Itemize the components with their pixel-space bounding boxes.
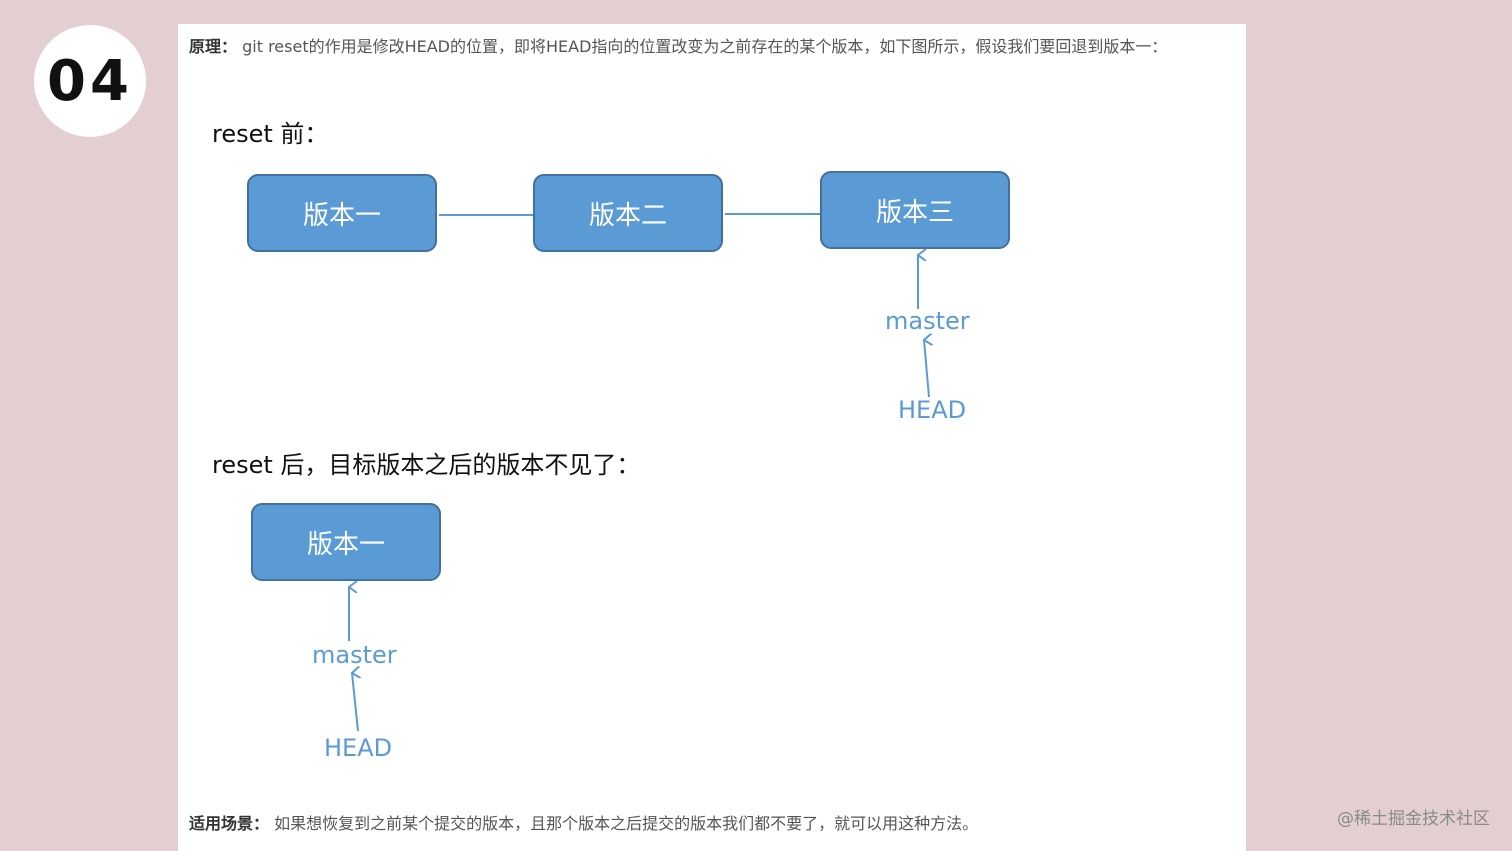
scenario-label: 适用场景： bbox=[189, 814, 270, 833]
version-box-2: 版本二 bbox=[533, 174, 723, 252]
version-box-1-after: 版本一 bbox=[251, 503, 441, 581]
arrow-head-to-master-after bbox=[352, 673, 358, 732]
after-reset-title: reset 后，目标版本之后的版本不见了： bbox=[212, 451, 641, 479]
principle-label: 原理： bbox=[189, 37, 238, 56]
principle-text: git reset的作用是修改HEAD的位置，即将HEAD指向的位置改变为之前存… bbox=[242, 37, 1168, 56]
version-box-1: 版本一 bbox=[247, 174, 437, 252]
step-number: 04 bbox=[47, 48, 133, 114]
step-number-badge: 04 bbox=[34, 25, 146, 137]
before-reset-title: reset 前： bbox=[212, 120, 329, 148]
head-pointer-label: HEAD bbox=[898, 396, 967, 424]
diagram-connectors bbox=[348, 213, 1246, 732]
watermark: @稀土掘金技术社区 bbox=[1337, 809, 1490, 829]
head-pointer-label-after: HEAD bbox=[324, 734, 393, 762]
content-panel: 原理： git reset的作用是修改HEAD的位置，即将HEAD指向的位置改变… bbox=[178, 24, 1246, 851]
scenario-paragraph: 适用场景： 如果想恢复到之前某个提交的版本，且那个版本之后提交的版本我们都不要了… bbox=[189, 810, 978, 834]
master-pointer-label: master bbox=[885, 307, 970, 335]
principle-paragraph: 原理： git reset的作用是修改HEAD的位置，即将HEAD指向的位置改变… bbox=[189, 32, 1229, 61]
arrow-head-to-master bbox=[924, 340, 929, 398]
version-box-3: 版本三 bbox=[820, 171, 1010, 249]
scenario-text: 如果想恢复到之前某个提交的版本，且那个版本之后提交的版本我们都不要了，就可以用这… bbox=[274, 814, 979, 833]
master-pointer-label-after: master bbox=[312, 641, 397, 669]
